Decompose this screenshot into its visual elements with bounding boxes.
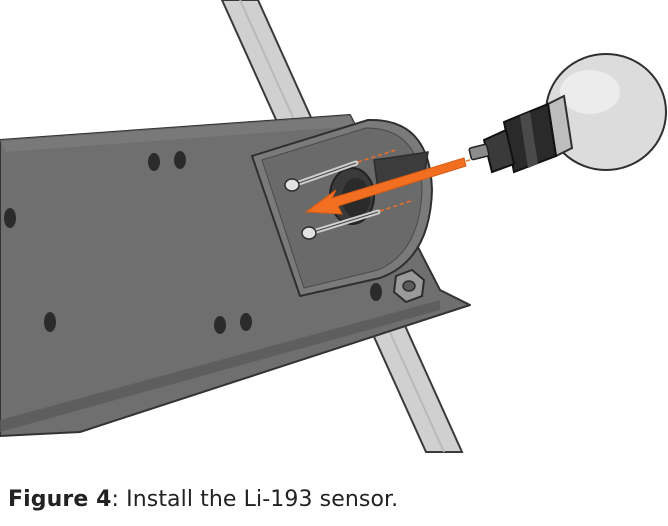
plate-hole xyxy=(4,208,16,228)
hex-nut xyxy=(392,268,426,304)
mounting-screw xyxy=(284,160,359,192)
plate-hole xyxy=(44,312,56,332)
plate-hole xyxy=(148,153,160,171)
plate-hole xyxy=(174,151,186,169)
plate-hole xyxy=(240,313,252,331)
caption-separator: : xyxy=(111,487,127,512)
sensor-mount-bracket xyxy=(251,118,433,297)
figure-label: Figure 4 xyxy=(8,487,112,512)
figure-illustration xyxy=(0,0,667,453)
figure-caption: Figure 4: Install the Li-193 sensor. xyxy=(8,487,398,512)
caption-text: Install the Li-193 sensor. xyxy=(126,487,399,512)
plate-hole xyxy=(370,283,382,301)
mounting-screw xyxy=(301,209,381,240)
plate-hole xyxy=(214,316,226,334)
install-arrow xyxy=(304,157,467,215)
li-193-sensor xyxy=(468,53,667,174)
